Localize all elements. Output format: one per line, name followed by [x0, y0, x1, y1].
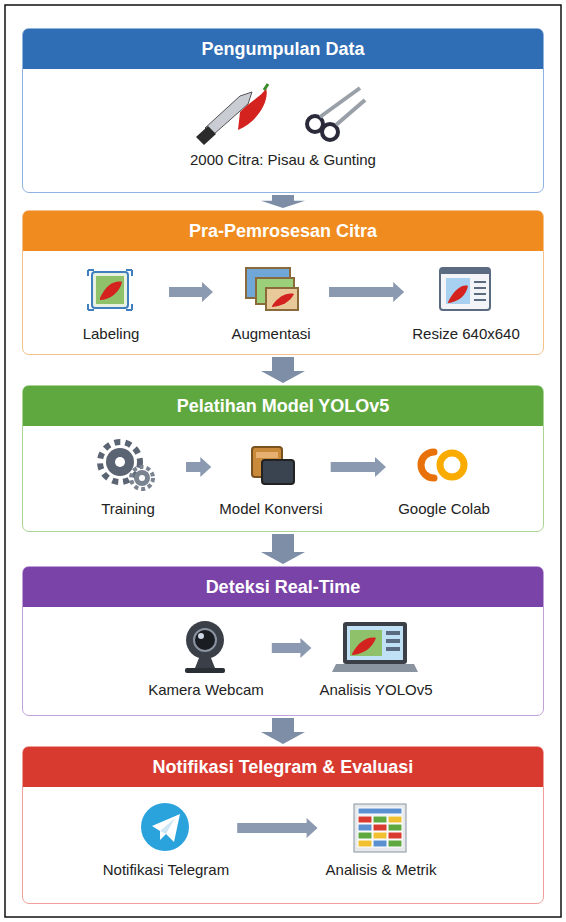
step-caption: Analisis YOLOv5 [314, 681, 437, 698]
step-arrow [237, 818, 317, 838]
step-caption: Analisis & Metrik [321, 861, 442, 878]
stage-description: 2000 Citra: Pisau & Gunting [23, 151, 543, 168]
step-caption: Model Konversi [214, 500, 327, 517]
model-conversion-icon [252, 447, 294, 484]
flow-arrow [261, 718, 305, 744]
stage-heading: Pelatihan Model YOLOv5 [23, 386, 543, 426]
resize-icon [440, 268, 490, 310]
stage-heading: Notifikasi Telegram & Evaluasi [23, 747, 543, 787]
telegram-logo [141, 803, 189, 851]
step-caption: Augmentasi [216, 325, 326, 342]
step-arrow [272, 638, 312, 658]
step-item: Training [73, 438, 183, 517]
frame-border [5, 5, 561, 917]
step-arrow [186, 457, 211, 477]
step-arrow [329, 282, 404, 302]
colab-logo [421, 452, 464, 478]
labeling-icon [88, 270, 132, 310]
metrics-table-icon [354, 804, 406, 852]
flow-arrow [261, 534, 305, 564]
step-caption: Labeling [56, 325, 166, 342]
flow-arrow [261, 195, 305, 208]
gears-icon [100, 442, 153, 489]
step-caption: Kamera Webcam [143, 681, 269, 698]
flow-arrow [261, 357, 305, 383]
step-caption: Resize 640x640 [407, 325, 525, 342]
laptop-icon [332, 622, 418, 672]
step-caption: Notifikasi Telegram [98, 861, 234, 878]
stage-heading: Pengumpulan Data [23, 29, 543, 69]
stage-panel: Pengumpulan Data 2000 Citra: Pisau & Gunt… [22, 28, 544, 193]
step-caption: Training [73, 500, 183, 517]
knife-icon [196, 84, 268, 145]
scissors-icon [307, 88, 365, 140]
step-caption: Google Colab [389, 500, 499, 517]
step-arrow [331, 457, 386, 477]
stage-heading: Pra-Pemrosesan Citra [23, 211, 543, 251]
stage-heading: Deteksi Real-Time [23, 567, 543, 607]
webcam-icon [185, 621, 225, 673]
stage-panel: Deteksi Real-TimeKamera Webcam Analisis Y… [22, 566, 544, 716]
step-arrow [169, 282, 213, 302]
augmentation-icon [246, 268, 298, 310]
